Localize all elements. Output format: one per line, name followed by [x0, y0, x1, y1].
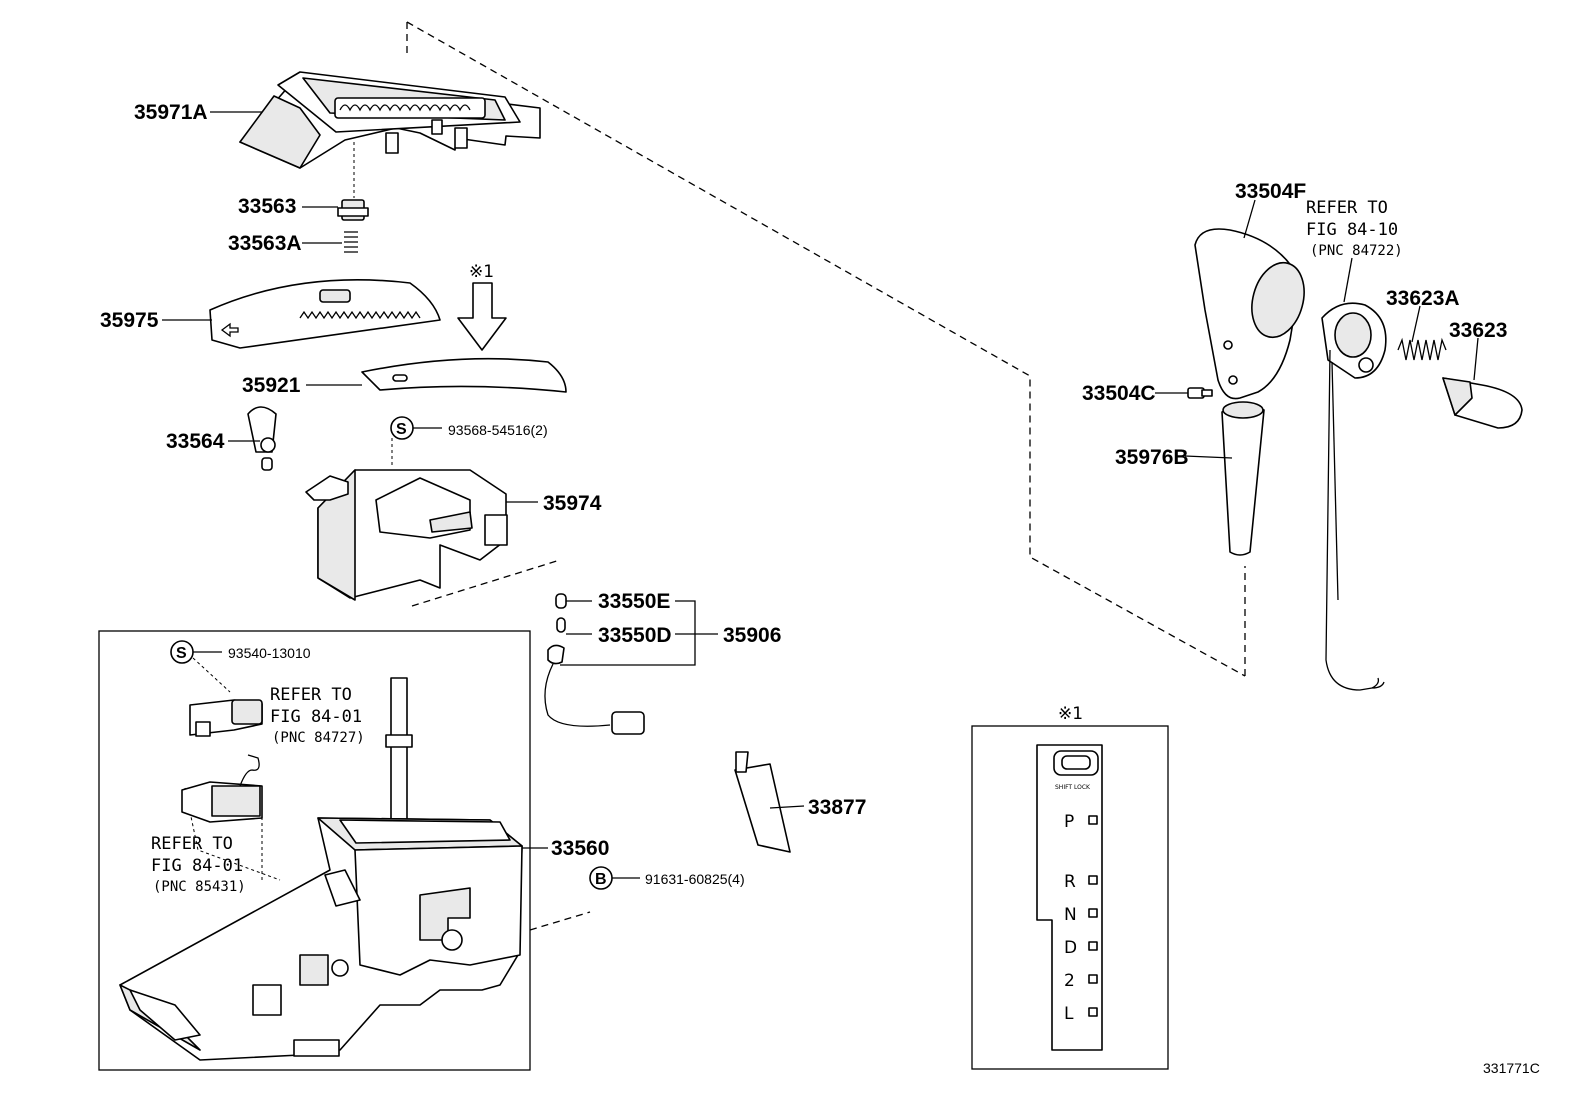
shift-button-switch: [1321, 302, 1387, 691]
label-33564: 33564: [166, 430, 225, 453]
part-33563-clip: [337, 199, 369, 221]
label-33563A: 33563A: [228, 232, 302, 255]
label-33560: 33560: [551, 837, 609, 860]
leader-lines: [162, 111, 1479, 879]
label-33623: 33623: [1449, 319, 1507, 342]
b-symbol: B: [595, 871, 607, 888]
label-91631-60825: 91631-60825(4): [645, 871, 745, 887]
pnc-84722-text: (PNC 84722): [1310, 243, 1403, 259]
label-33563: 33563: [238, 195, 296, 218]
label-35976B: 35976B: [1115, 446, 1189, 469]
refer-to-text: REFER TO: [1306, 198, 1388, 218]
part-35921-dust-cover: [361, 357, 567, 393]
part-33877-caution-label: [734, 751, 791, 853]
dashed-assembly-lines: [184, 21, 1246, 931]
shift-lever-assembly-box: [98, 630, 531, 1071]
pnc-85431-text: (PNC 85431): [153, 879, 246, 895]
s-symbol: S: [176, 645, 187, 662]
part-33504F-shift-knob: [1194, 228, 1305, 400]
label-33877: 33877: [808, 796, 866, 819]
part-35976B-knob-sleeve: [1221, 401, 1265, 556]
label-35971A: 35971A: [134, 101, 208, 124]
position-switch: [181, 754, 263, 823]
part-33563A-spring: [344, 231, 358, 253]
part-33623A-spring: [1397, 337, 1447, 361]
note-arrow: [457, 282, 507, 351]
label-35974: 35974: [543, 492, 602, 515]
standard-part-s-circle: [390, 416, 414, 440]
reference-notes: REFER TO FIG 84-10 (PNC 84722) REFER TO …: [151, 198, 1403, 895]
label-93568-54516: 93568-54516(2): [448, 422, 548, 438]
label-33504C: 33504C: [1082, 382, 1156, 405]
part-labels: 35971A 33563 33563A 35975 35921 33564 35…: [100, 101, 1507, 887]
refer-to-text: REFER TO: [151, 834, 233, 854]
standard-part-b-circle: [589, 866, 613, 890]
gear-position-l: L: [1064, 1004, 1074, 1024]
part-33623-shift-button: [1442, 377, 1523, 429]
part-33564-bulb-socket: [247, 406, 277, 471]
note-marker-detail: ※1: [1058, 704, 1083, 724]
note-marker-arrow: ※1: [469, 262, 494, 282]
gear-position-d: D: [1064, 938, 1077, 958]
fig-84-01-text: FIG 84-01: [270, 707, 362, 727]
detail-view-texts: SHIFT LOCK P R N D 2 L: [1055, 784, 1091, 1024]
shift-lock-solenoid: [189, 699, 263, 737]
detail-view-box: [971, 725, 1169, 1070]
s-symbol: S: [396, 421, 407, 438]
label-33623A: 33623A: [1386, 287, 1460, 310]
pnc-84727-text: (PNC 84727): [272, 730, 365, 746]
label-35975: 35975: [100, 309, 159, 332]
refer-to-text: REFER TO: [270, 685, 352, 705]
part-33504C-screw: [1187, 387, 1213, 399]
standard-part-s-circle: [170, 640, 194, 664]
fig-84-10-text: FIG 84-10: [1306, 220, 1398, 240]
gear-position-2: 2: [1064, 971, 1075, 991]
standard-part-symbols: S S B: [170, 416, 613, 890]
gear-position-r: R: [1064, 872, 1076, 892]
label-93540-13010: 93540-13010: [228, 645, 311, 661]
part-35975-indicator-plate: [209, 279, 441, 349]
label-35921: 35921: [242, 374, 301, 397]
label-33504F: 33504F: [1235, 180, 1306, 203]
fig-84-01-text: FIG 84-01: [151, 856, 243, 876]
label-33550E: 33550E: [598, 590, 670, 613]
diagram-code: 331771C: [1483, 1060, 1540, 1076]
gear-position-n: N: [1064, 905, 1077, 925]
shift-lock-label: SHIFT LOCK: [1055, 784, 1091, 791]
part-35971A-console-cover: [239, 71, 541, 169]
part-35906-harness: [544, 593, 645, 735]
part-35974-housing: [305, 469, 508, 601]
gear-position-p: P: [1064, 812, 1074, 832]
label-35906: 35906: [723, 624, 781, 647]
label-33550D: 33550D: [598, 624, 672, 647]
part-33560-shift-lever-assembly: [119, 677, 523, 1061]
